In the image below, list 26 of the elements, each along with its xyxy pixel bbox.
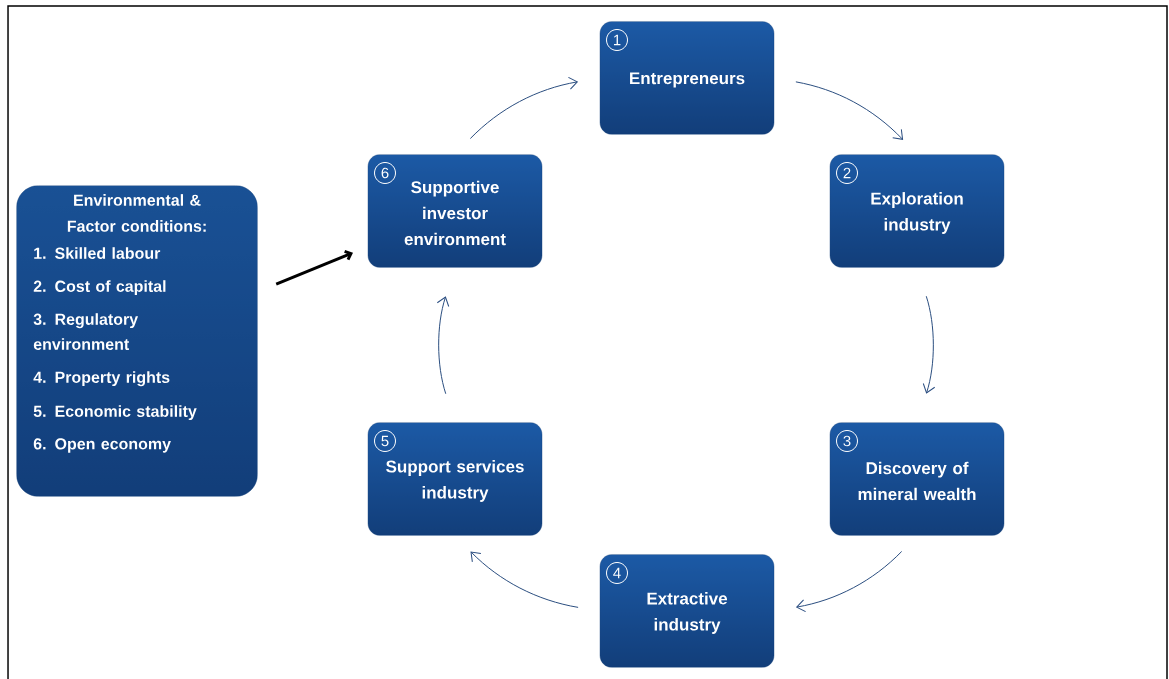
list-item: 5. Economic stability	[33, 405, 197, 421]
step-number: 3	[836, 430, 858, 452]
box-label: Support services industry	[386, 460, 524, 502]
arrow	[922, 295, 936, 394]
list-item: 2. Cost of capital	[33, 280, 166, 296]
step-number: 6	[374, 162, 396, 184]
box-label: Exploration industry	[871, 192, 963, 234]
list-item: 6. Open economy	[33, 438, 171, 453]
step-number: 5	[374, 430, 396, 452]
arrow	[795, 81, 904, 140]
step-number: 2	[836, 162, 858, 184]
list-item: 1. Skilled labour	[34, 247, 161, 259]
arrow	[436, 296, 450, 395]
box-heading: Environmental & Factor conditions:	[67, 194, 206, 232]
box-label: Entrepreneurs	[630, 72, 745, 88]
arrow	[275, 249, 353, 286]
box-label: Extractive industry	[647, 592, 728, 634]
arrow	[470, 551, 579, 608]
step-number: 1	[606, 29, 628, 51]
arrow	[796, 550, 903, 613]
list-item: 3. Regulatory environment	[33, 313, 139, 350]
box-label: Discovery of mineral wealth	[858, 461, 976, 501]
step-number: 4	[606, 562, 628, 584]
box-label: Supportive investor environment	[404, 180, 506, 246]
list-item: 4. Property rights	[33, 371, 170, 387]
arrow	[469, 76, 578, 140]
